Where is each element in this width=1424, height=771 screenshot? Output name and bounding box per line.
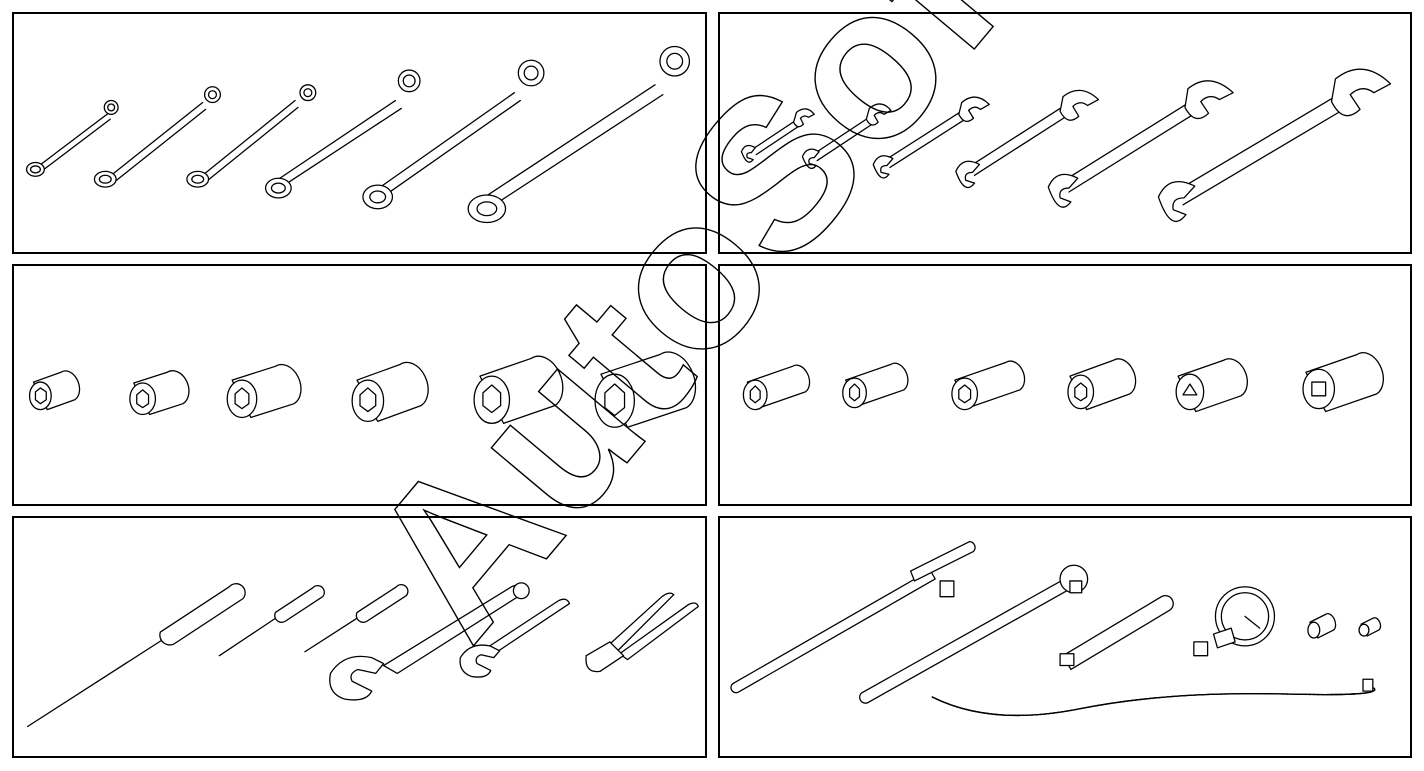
deep-socket-3 <box>951 360 1026 411</box>
socket-1 <box>28 370 81 411</box>
ring-wrench-2 <box>93 86 221 188</box>
adjustable-wrench-large <box>329 582 530 701</box>
deep-socket-5 <box>1175 358 1248 413</box>
socket-6 <box>594 351 697 428</box>
panel-ring-wrenches <box>12 12 707 254</box>
open-wrench-1 <box>740 108 815 163</box>
panel-hex-sockets <box>12 264 707 506</box>
open-wrench-4 <box>955 89 1100 189</box>
pliers <box>585 592 699 673</box>
extension-bar <box>1059 595 1174 671</box>
open-wrench-5 <box>1047 80 1234 208</box>
ring-wrench-4 <box>264 69 421 199</box>
socket-2 <box>129 370 190 416</box>
adapter-1 <box>1307 613 1337 639</box>
ring-wrench-1 <box>25 99 119 177</box>
t-handle <box>730 540 976 694</box>
open-wrench-6 <box>1157 68 1392 222</box>
deep-socket-1 <box>742 364 811 411</box>
panel-open-end-wrenches <box>718 12 1412 254</box>
socket-4 <box>351 361 429 423</box>
ring-wrench-3 <box>186 84 317 188</box>
deep-socket-6 <box>1302 352 1384 413</box>
socket-5 <box>473 355 564 424</box>
compression-gauge <box>1193 586 1276 657</box>
ring-wrench-6 <box>467 45 691 224</box>
ratchet-handle <box>859 564 1089 704</box>
screwdriver-medium <box>304 584 409 653</box>
ring-wrench-5 <box>362 59 545 210</box>
open-wrench-3 <box>872 96 990 179</box>
panel-deep-sockets <box>718 264 1412 506</box>
adjustable-wrench-small <box>459 598 571 678</box>
panel-hand-tools <box>12 516 707 758</box>
flexible-hose <box>931 678 1376 717</box>
screwdriver-small <box>218 585 325 657</box>
adapter-2 <box>1358 617 1382 637</box>
screwdriver-large <box>26 583 246 728</box>
deep-socket-4 <box>1067 358 1137 411</box>
deep-socket-2 <box>842 362 909 409</box>
socket-3 <box>226 363 302 419</box>
open-wrench-2 <box>801 103 892 169</box>
panel-drive-tools <box>718 516 1412 758</box>
